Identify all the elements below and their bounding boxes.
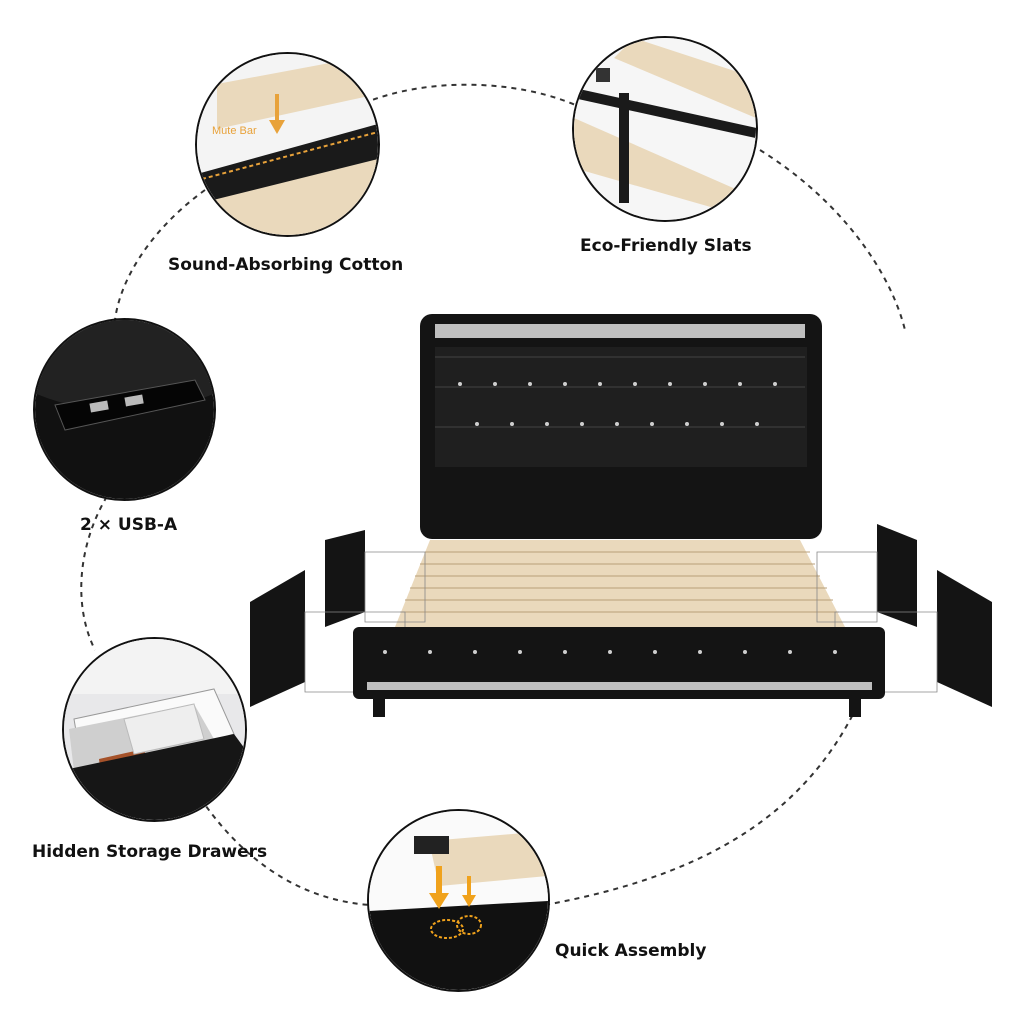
mute-bar-callout: Mute Bar: [212, 125, 257, 137]
upholstered-bed-icon: [250, 314, 992, 717]
assembly-clip-icon: [369, 811, 548, 990]
mute-bar-icon: Mute Bar: [197, 54, 378, 235]
drawer-icon: [64, 639, 245, 820]
usb-detail-circle: [33, 318, 216, 501]
eco-slats-label: Eco-Friendly Slats: [580, 236, 752, 256]
sound-absorbing-detail-circle: Mute Bar: [195, 52, 380, 237]
eco-slats-detail-circle: [572, 36, 758, 222]
storage-label: Hidden Storage Drawers: [32, 842, 268, 862]
storage-detail-circle: [62, 637, 247, 822]
usb-label: 2 × USB-A: [80, 515, 178, 535]
sound-absorbing-label: Sound-Absorbing Cotton: [168, 255, 404, 275]
assembly-label: Quick Assembly: [555, 941, 707, 961]
slats-icon: [574, 38, 756, 220]
assembly-detail-circle: [367, 809, 550, 992]
usb-port-icon: [35, 320, 214, 499]
